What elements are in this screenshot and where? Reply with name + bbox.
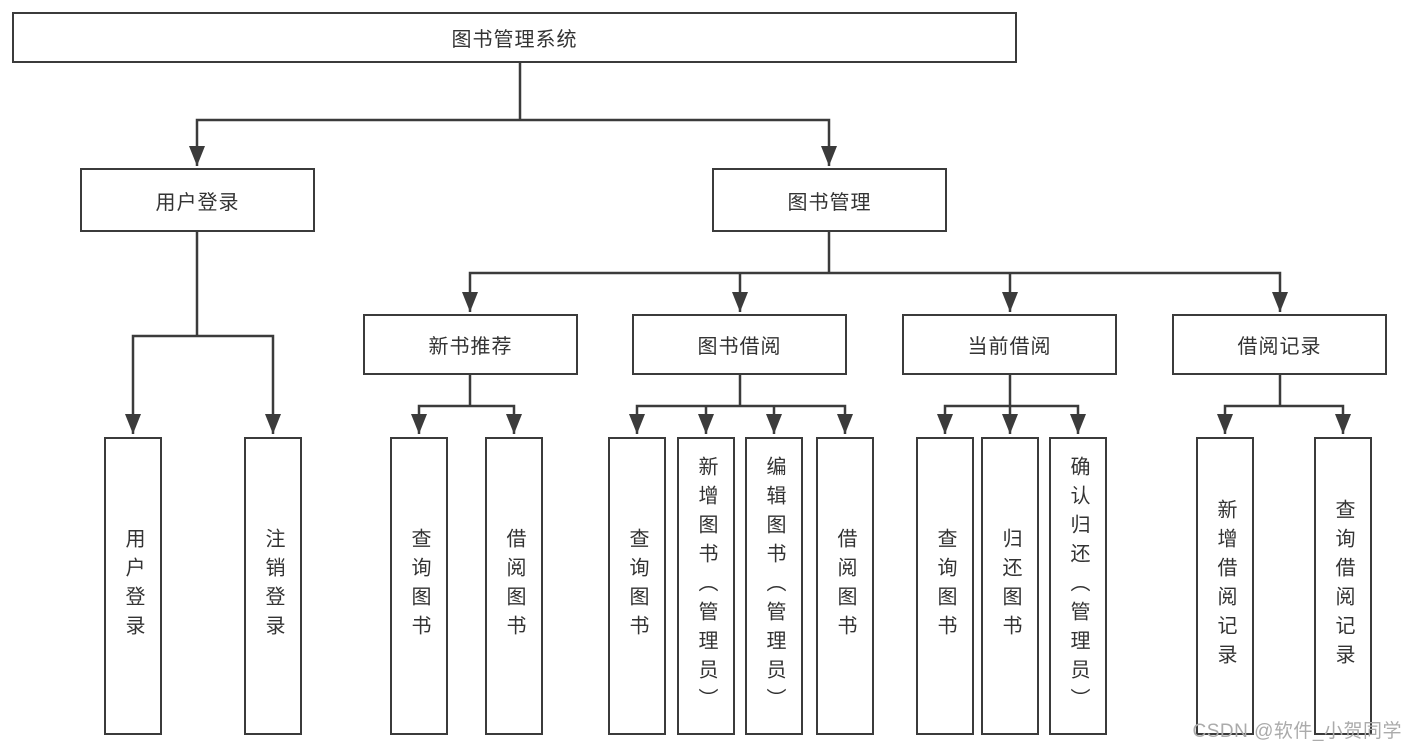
node-label: 用户登录 [155, 191, 240, 214]
connector-book-borrow-fork [629, 375, 853, 434]
connector-borrow-record-fork [1217, 375, 1351, 434]
node-user-login: 用户登录 [80, 168, 315, 232]
leaf-label: 归还图书 [999, 528, 1021, 644]
leaf-label: 编辑图书（管理员） [763, 455, 785, 717]
node-library-management-system: 图书管理系统 [12, 12, 1017, 63]
connector-current-borrow-fork [937, 375, 1086, 434]
leaf-label: 新增借阅记录 [1214, 499, 1236, 673]
leaf-label: 确认归还（管理员） [1067, 455, 1089, 717]
leaf-query-borrow-record: 查询借阅记录 [1314, 437, 1372, 735]
node-book-management: 图书管理 [712, 168, 947, 232]
leaf-label: 新增图书（管理员） [695, 455, 717, 717]
leaf-logout: 注销登录 [244, 437, 302, 735]
leaf-user-login: 用户登录 [104, 437, 162, 735]
node-label: 当前借阅 [967, 336, 1052, 358]
leaf-label: 注销登录 [262, 528, 284, 644]
leaf-return-books: 归还图书 [981, 437, 1039, 735]
node-borrowing-records: 借阅记录 [1172, 314, 1387, 375]
leaf-query-books-recommend: 查询图书 [390, 437, 448, 735]
connector-book-management-fork [462, 232, 1288, 312]
node-label: 新书推荐 [428, 336, 513, 358]
leaf-label: 查询借阅记录 [1332, 499, 1354, 673]
leaf-borrow-books: 借阅图书 [816, 437, 874, 735]
leaf-add-borrow-record: 新增借阅记录 [1196, 437, 1254, 735]
connector-new-book-fork [411, 375, 522, 434]
leaf-confirm-return-admin: 确认归还（管理员） [1049, 437, 1107, 735]
leaf-label: 查询图书 [934, 528, 956, 644]
node-current-borrowing: 当前借阅 [902, 314, 1117, 375]
leaf-add-book-admin: 新增图书（管理员） [677, 437, 735, 735]
leaf-label: 借阅图书 [503, 528, 525, 644]
leaf-edit-book-admin: 编辑图书（管理员） [745, 437, 803, 735]
leaf-label: 查询图书 [626, 528, 648, 644]
connector-user-login-fork [125, 232, 281, 434]
node-label: 图书管理系统 [451, 29, 578, 51]
node-book-borrowing: 图书借阅 [632, 314, 847, 375]
leaf-query-books-current: 查询图书 [916, 437, 974, 735]
leaf-label: 用户登录 [122, 528, 144, 644]
connector-root-to-level2 [189, 63, 837, 166]
leaf-query-books-borrow: 查询图书 [608, 437, 666, 735]
node-label: 图书借阅 [697, 336, 782, 358]
csdn-watermark: CSDN @软件_小贺同学 [1192, 721, 1402, 742]
leaf-borrow-books-recommend: 借阅图书 [485, 437, 543, 735]
node-label: 借阅记录 [1237, 336, 1322, 358]
node-new-book-recommendation: 新书推荐 [363, 314, 578, 375]
leaf-label: 借阅图书 [834, 528, 856, 644]
leaf-label: 查询图书 [408, 528, 430, 644]
node-label: 图书管理 [787, 191, 872, 214]
